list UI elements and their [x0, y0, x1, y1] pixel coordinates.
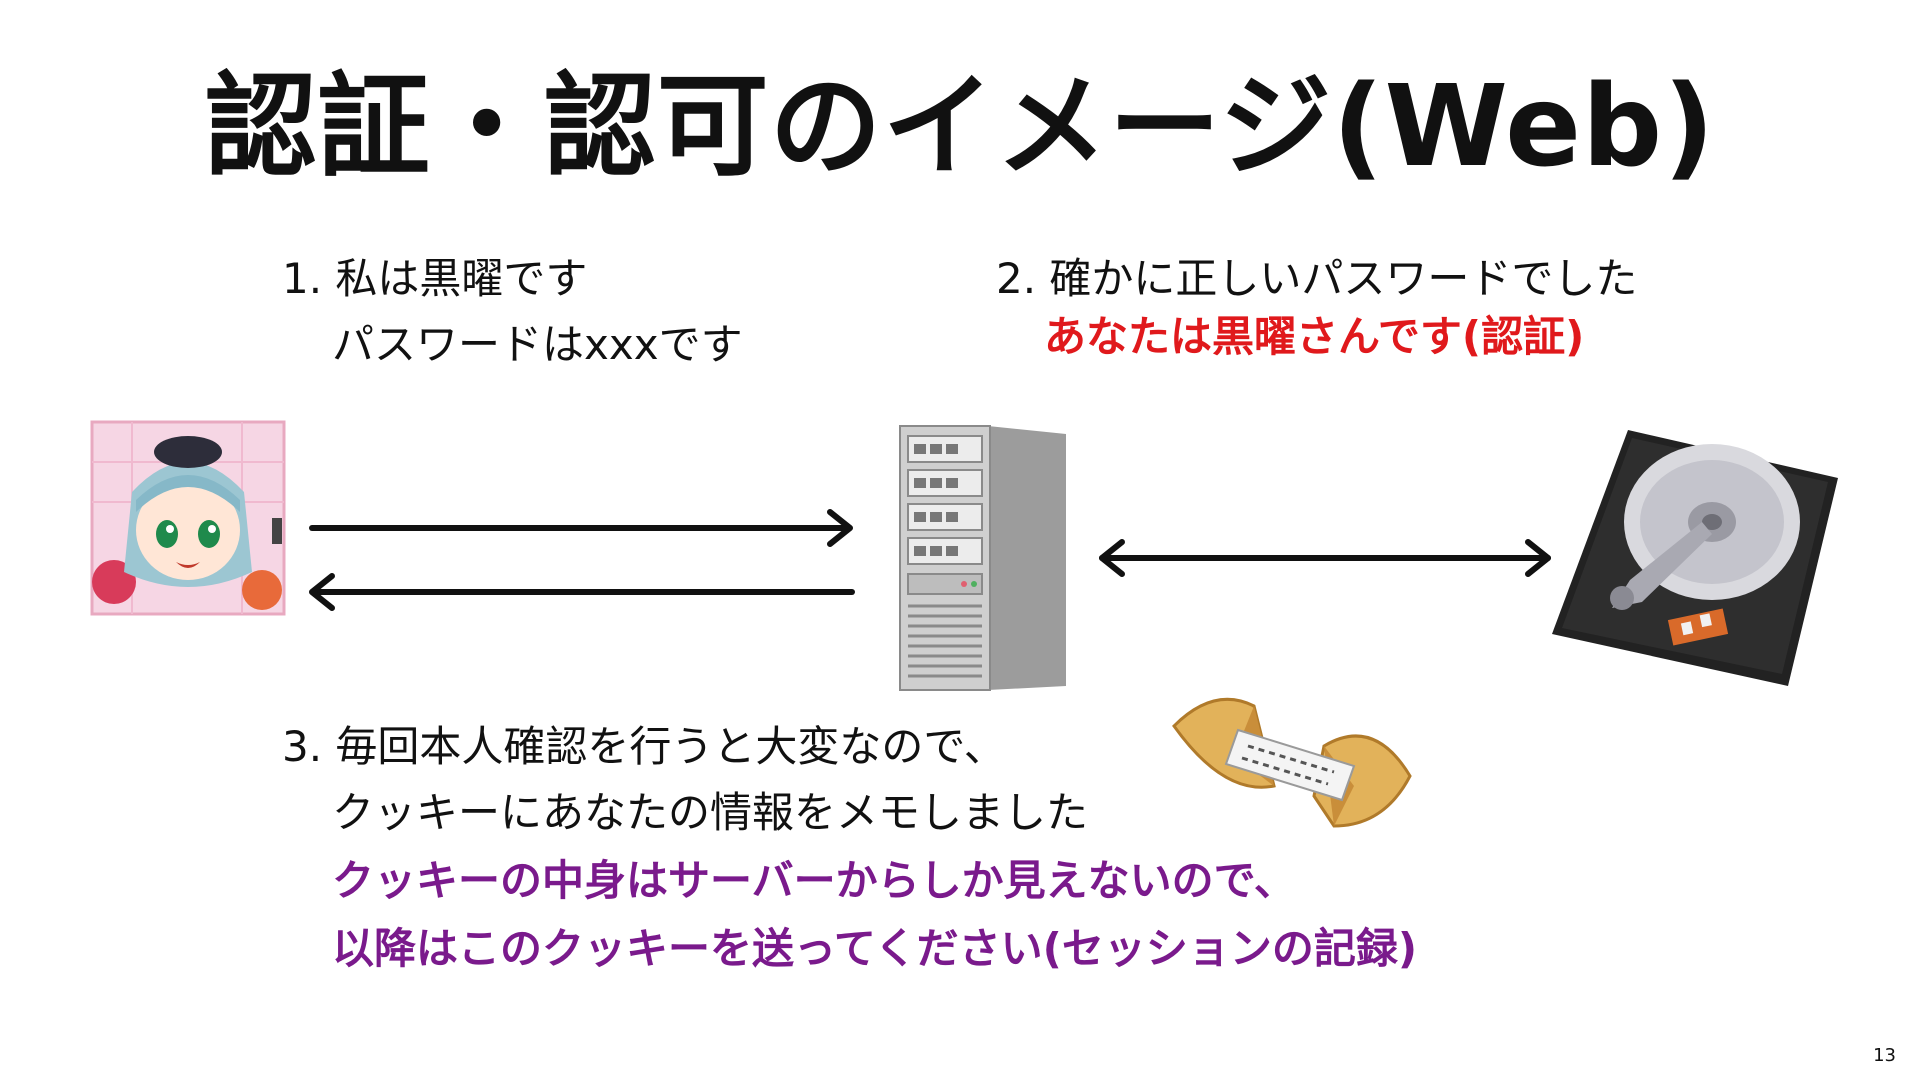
- step1-line1: 1. 私は黒曜です: [282, 254, 588, 303]
- hard-disk-icon: [1552, 430, 1842, 686]
- step2-line1: 2. 確かに正しいパスワードでした: [996, 254, 1638, 303]
- step1-line2: パスワードはxxxです: [332, 320, 743, 369]
- slide-title: 認証・認可のイメージ(Web): [204, 62, 1716, 192]
- page-number: 13: [1873, 1045, 1896, 1066]
- step3-line2: クッキーにあなたの情報をメモしました: [332, 788, 1089, 837]
- step3-line1: 3. 毎回本人確認を行うと大変なので、: [282, 722, 1006, 771]
- step3-line3: クッキーの中身はサーバーからしか見えないので、: [332, 856, 1296, 905]
- step3-line4: 以降はこのクッキーを送ってください(セッションの記録): [332, 924, 1418, 973]
- server-icon: [898, 424, 1070, 692]
- cookie-icon: [1164, 686, 1422, 834]
- user-avatar: [90, 420, 286, 616]
- step2-line2: あなたは黒曜さんです(認証): [1044, 312, 1585, 361]
